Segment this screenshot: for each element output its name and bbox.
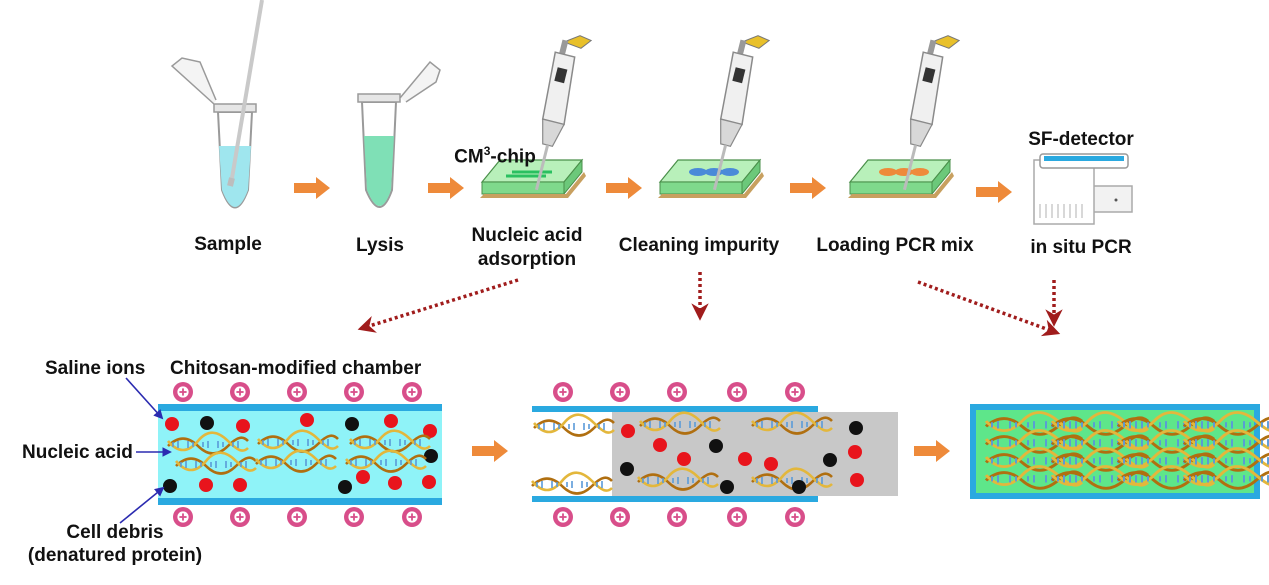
chip-superscript: 3	[483, 144, 491, 158]
label-saline-ions: Saline ions	[45, 358, 146, 379]
ion-row-bottom-2	[552, 506, 806, 528]
label-cleaning: Cleaning impurity	[618, 235, 780, 256]
pointer-cell-debris	[119, 486, 165, 524]
label-chamber: Chitosan-modified chamber	[170, 358, 422, 379]
dotted-arrow-adsorption	[357, 278, 519, 333]
arrow-lysis-to-chip	[428, 177, 464, 199]
arrow-chip-to-cleaning	[606, 177, 642, 199]
sf-detector-icon	[1033, 153, 1133, 225]
ion-row-top-1	[172, 381, 423, 403]
label-lysis: Lysis	[356, 235, 404, 256]
arrow-panel1-to-panel2	[472, 440, 508, 462]
chip-pcr-icon	[847, 159, 955, 199]
pointer-saline-ions	[125, 377, 164, 420]
label-nucleic-acid: Nucleic acid	[22, 442, 133, 463]
dotted-arrow-loading	[917, 280, 1061, 337]
label-insitu: in situ PCR	[1030, 237, 1132, 258]
pcr-chamber-panel	[970, 404, 1269, 499]
label-chip: CM3-chip	[440, 140, 550, 168]
adsorption-chamber-panel	[158, 404, 442, 505]
label-cell-debris-2: (denatured protein)	[27, 545, 203, 566]
arrow-loading-to-detector	[976, 181, 1012, 203]
label-cell-debris-1: Cell debris	[66, 522, 164, 543]
arrow-panel2-to-panel3	[914, 440, 950, 462]
arrow-cleaning-to-loading	[790, 177, 826, 199]
ion-row-top-2	[552, 381, 806, 403]
label-adsorption-2: adsorption	[477, 249, 577, 270]
label-sample: Sample	[194, 234, 262, 255]
arrow-sample-to-lysis	[294, 177, 330, 199]
cleaning-chamber-panel	[530, 406, 898, 502]
chip-name: CM	[454, 146, 484, 168]
sample-tube-icon	[170, 0, 264, 209]
chip-cleaning-icon	[657, 159, 765, 199]
label-detector: SF-detector	[1028, 129, 1134, 150]
lysis-tube-icon	[357, 60, 441, 208]
chip-suffix: -chip	[490, 146, 536, 168]
label-loading: Loading PCR mix	[816, 235, 974, 256]
label-adsorption-1: Nucleic acid	[471, 225, 583, 246]
